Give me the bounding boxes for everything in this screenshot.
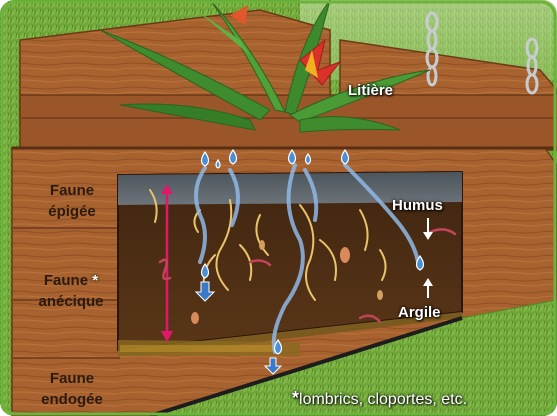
footnote: *lombrics, cloportes, etc. bbox=[292, 388, 467, 409]
label-argile: Argile bbox=[398, 304, 441, 321]
label-humus: Humus bbox=[392, 197, 443, 214]
footnote-asterisk: * bbox=[292, 388, 299, 408]
label-faune-anecique: Faune * anécique bbox=[16, 270, 126, 312]
label-litiere: Litière bbox=[348, 82, 393, 99]
label-faune-endogee: Faune endogée bbox=[22, 368, 122, 410]
asterisk-marker: * bbox=[92, 272, 98, 289]
label-faune-epigee: Faune épigée bbox=[22, 180, 122, 222]
footnote-text: lombrics, cloportes, etc. bbox=[299, 391, 467, 408]
